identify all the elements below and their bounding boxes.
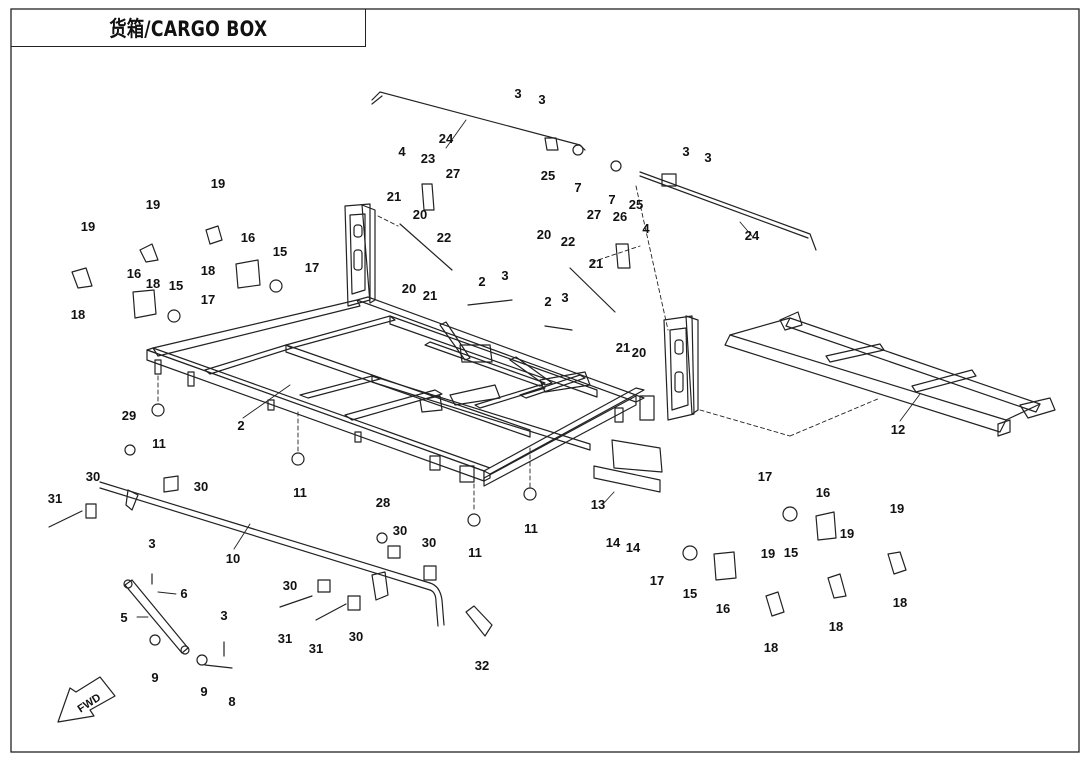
callout-16: 16	[816, 485, 830, 500]
callout-19: 19	[761, 546, 775, 561]
callout-10: 10	[226, 551, 240, 566]
callout-3: 3	[682, 144, 689, 159]
callout-30: 30	[194, 479, 208, 494]
callout-11: 11	[468, 545, 482, 560]
callout-19: 19	[890, 501, 904, 516]
tailgate	[724, 311, 1056, 437]
outer-border	[10, 8, 1080, 753]
callout-2: 2	[544, 294, 551, 309]
callout-15: 15	[784, 545, 798, 560]
callout-16: 16	[716, 601, 730, 616]
callout-9: 9	[151, 670, 158, 685]
callout-21: 21	[589, 256, 603, 271]
callout-3: 3	[514, 86, 521, 101]
callout-25: 25	[629, 197, 643, 212]
callout-17: 17	[201, 292, 215, 307]
title-box: 货箱/CARGO BOX	[11, 9, 366, 47]
callout-5: 5	[120, 610, 127, 625]
callout-21: 21	[387, 189, 401, 204]
callout-23: 23	[421, 151, 435, 166]
callout-9: 9	[200, 684, 207, 699]
callout-12: 12	[891, 422, 905, 437]
callout-31: 31	[309, 641, 323, 656]
callout-17: 17	[758, 469, 772, 484]
fwd-arrow-icon	[57, 676, 116, 723]
callout-2: 2	[478, 274, 485, 289]
callout-15: 15	[169, 278, 183, 293]
callout-17: 17	[305, 260, 319, 275]
callout-20: 20	[537, 227, 551, 242]
callout-30: 30	[393, 523, 407, 538]
callout-14: 14	[626, 540, 641, 555]
callout-16: 16	[127, 266, 141, 281]
callout-18: 18	[201, 263, 215, 278]
callout-20: 20	[413, 207, 427, 222]
callout-18: 18	[71, 307, 85, 322]
callout-labels: 2 2 2 3 3 3 3 3 3 3 3 4 4 5 6 7 7 8 9 9 …	[48, 86, 907, 715]
hardware-parts	[48, 137, 907, 669]
latch-rods	[371, 91, 817, 251]
callout-18: 18	[764, 640, 778, 655]
callout-21: 21	[616, 340, 630, 355]
callout-3: 3	[220, 608, 227, 623]
callout-19: 19	[81, 219, 95, 234]
callout-32: 32	[475, 658, 489, 673]
callout-1: 2	[237, 418, 244, 433]
callout-20: 20	[632, 345, 646, 360]
callout-19: 19	[211, 176, 225, 191]
callout-19: 19	[840, 526, 854, 541]
callout-3: 3	[561, 290, 568, 305]
callout-24: 24	[439, 131, 454, 146]
callout-7: 7	[574, 180, 581, 195]
cross-bar	[99, 481, 445, 627]
callout-31: 31	[48, 491, 62, 506]
callout-8: 8	[228, 694, 235, 709]
callout-30: 30	[283, 578, 297, 593]
callout-11: 11	[293, 485, 307, 500]
callout-7: 7	[608, 192, 615, 207]
callout-6: 6	[180, 586, 187, 601]
callout-18: 18	[893, 595, 907, 610]
callout-17: 17	[650, 573, 664, 588]
callout-19: 19	[146, 197, 160, 212]
callout-15: 15	[683, 586, 697, 601]
callout-24: 24	[745, 228, 760, 243]
callout-11: 11	[524, 521, 538, 536]
callout-21: 21	[423, 288, 437, 303]
callout-27: 27	[587, 207, 601, 222]
callout-30: 30	[349, 629, 363, 644]
callout-22: 22	[561, 234, 575, 249]
callout-18: 18	[829, 619, 843, 634]
callout-15: 15	[273, 244, 287, 259]
callout-29: 29	[122, 408, 136, 423]
callout-4: 4	[642, 221, 650, 236]
callout-25: 25	[541, 168, 555, 183]
callout-30: 30	[422, 535, 436, 550]
callout-3: 3	[148, 536, 155, 551]
callout-27: 27	[446, 166, 460, 181]
phantom-lines	[157, 185, 881, 513]
callout-30: 30	[86, 469, 100, 484]
callout-13: 13	[591, 497, 605, 512]
leader-lines	[136, 119, 921, 618]
callout-16: 16	[241, 230, 255, 245]
callout-3: 3	[538, 92, 545, 107]
callout-26: 26	[613, 209, 627, 224]
pedal	[465, 605, 493, 637]
callout-14: 14	[606, 535, 621, 550]
callout-3: 3	[501, 268, 508, 283]
callout-20: 20	[402, 281, 416, 296]
callout-22: 22	[437, 230, 451, 245]
callout-28: 28	[376, 495, 390, 510]
page-title: 货箱/CARGO BOX	[108, 16, 268, 41]
callout-4: 4	[398, 144, 406, 159]
callout-11: 11	[152, 436, 166, 451]
gas-strut	[123, 579, 190, 655]
callout-18: 18	[146, 276, 160, 291]
callout-31: 31	[278, 631, 292, 646]
callout-3: 3	[704, 150, 711, 165]
main-frame	[146, 203, 699, 487]
